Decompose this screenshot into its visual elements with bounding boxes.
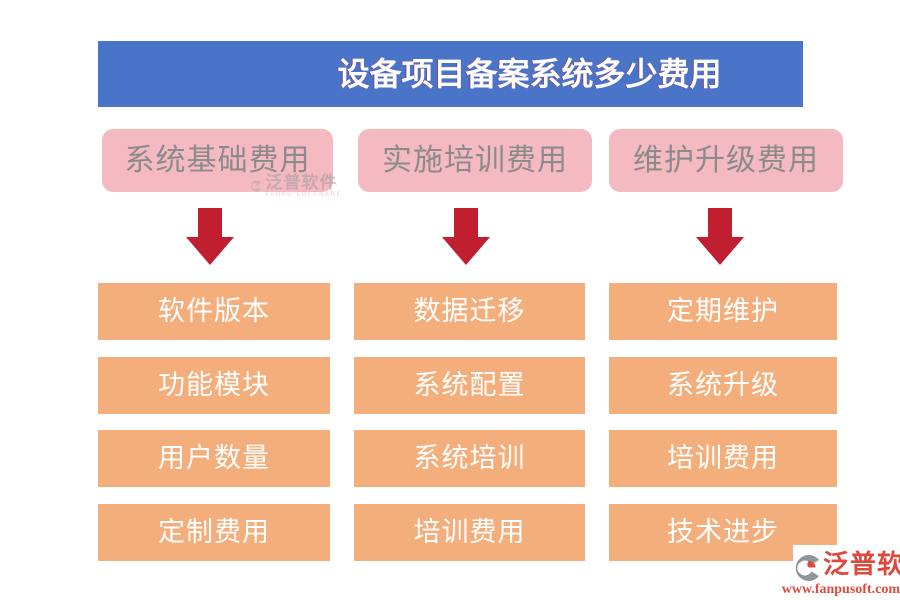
item-box: 功能模块 <box>98 357 330 414</box>
brand-watermark: 泛普软件 FANPU SOFTWARE <box>250 170 342 202</box>
item-box: 系统升级 <box>609 357 837 414</box>
fanpu-logo-icon <box>795 555 819 581</box>
footer-url-text: www.fanpusoft.com <box>781 582 900 597</box>
footer-brand-text: 泛普软件 <box>823 550 900 579</box>
page-title: 设备项目备案系统多少费用 <box>337 56 722 92</box>
item-box: 定期维护 <box>609 283 837 340</box>
fanpu-logo-watermark-icon <box>251 180 261 192</box>
category-box-training-cost: 实施培训费用 <box>358 129 592 192</box>
item-box: 系统培训 <box>354 430 585 487</box>
item-box: 培训费用 <box>609 430 837 487</box>
item-box: 数据迁移 <box>354 283 585 340</box>
footer-brand-logo: 泛普软件 www.fanpusoft.com <box>782 545 900 600</box>
down-arrow-icon <box>186 208 234 265</box>
item-box: 培训费用 <box>354 504 585 561</box>
item-box: 用户数量 <box>98 430 330 487</box>
down-arrow-icon <box>442 208 490 265</box>
item-box: 定制费用 <box>98 504 330 561</box>
header-bar: 设备项目备案系统多少费用 <box>98 41 803 107</box>
watermark-brand-text: 泛普软件 <box>265 172 338 192</box>
watermark-brand-en-text: FANPU SOFTWARE <box>265 191 342 198</box>
down-arrow-icon <box>696 208 744 265</box>
item-box: 软件版本 <box>98 283 330 340</box>
category-box-base-cost: 系统基础费用 <box>102 129 333 192</box>
category-box-maintenance-cost: 维护升级费用 <box>609 129 843 192</box>
item-box: 系统配置 <box>354 357 585 414</box>
